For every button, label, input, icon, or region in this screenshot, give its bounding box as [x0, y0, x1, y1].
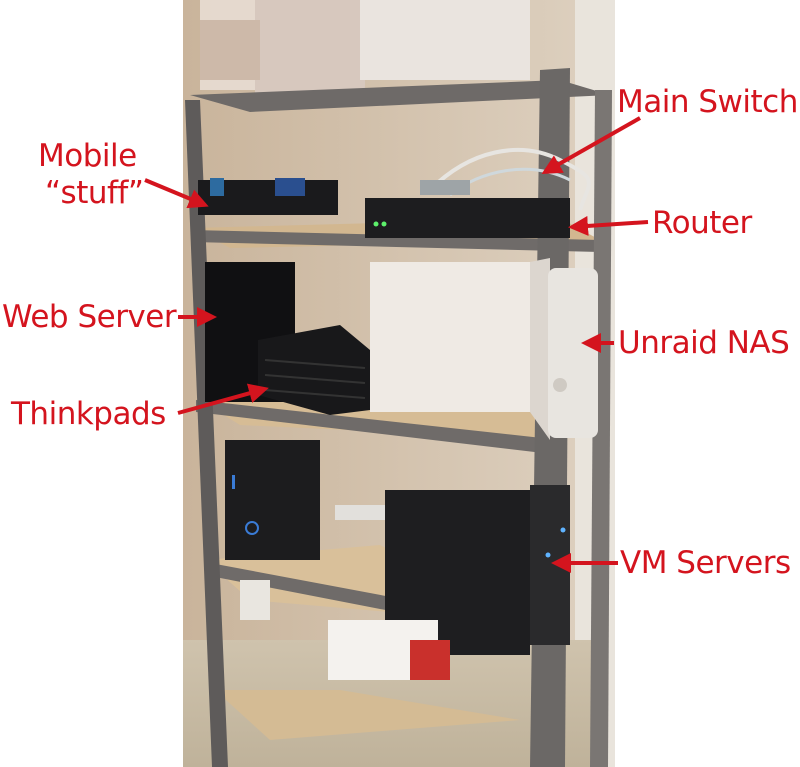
storage-bins	[200, 0, 530, 95]
mobile-devices	[198, 178, 338, 215]
label-main-switch: Main Switch	[617, 84, 798, 120]
label-thinkpads: Thinkpads	[11, 396, 166, 432]
label-unraid-nas: Unraid NAS	[618, 325, 790, 361]
nas-box-lower	[225, 440, 320, 560]
thinkpad-stack	[258, 325, 370, 415]
annotation-arrows	[144, 116, 649, 573]
unraid-nas-box	[370, 258, 598, 440]
arrow-mobile	[144, 178, 209, 209]
label-vm-servers: VM Servers	[620, 545, 791, 581]
router-device	[365, 198, 570, 238]
arrow-main-switch	[541, 116, 641, 174]
label-web-server: Web Server	[2, 299, 177, 335]
misc-items	[240, 505, 450, 680]
arrow-router	[568, 215, 649, 236]
arrow-thinkpads	[177, 383, 269, 415]
label-mobile: Mobile	[38, 138, 137, 174]
label-router: Router	[652, 205, 752, 241]
label-mobile-stuff: “stuff”	[45, 175, 144, 211]
